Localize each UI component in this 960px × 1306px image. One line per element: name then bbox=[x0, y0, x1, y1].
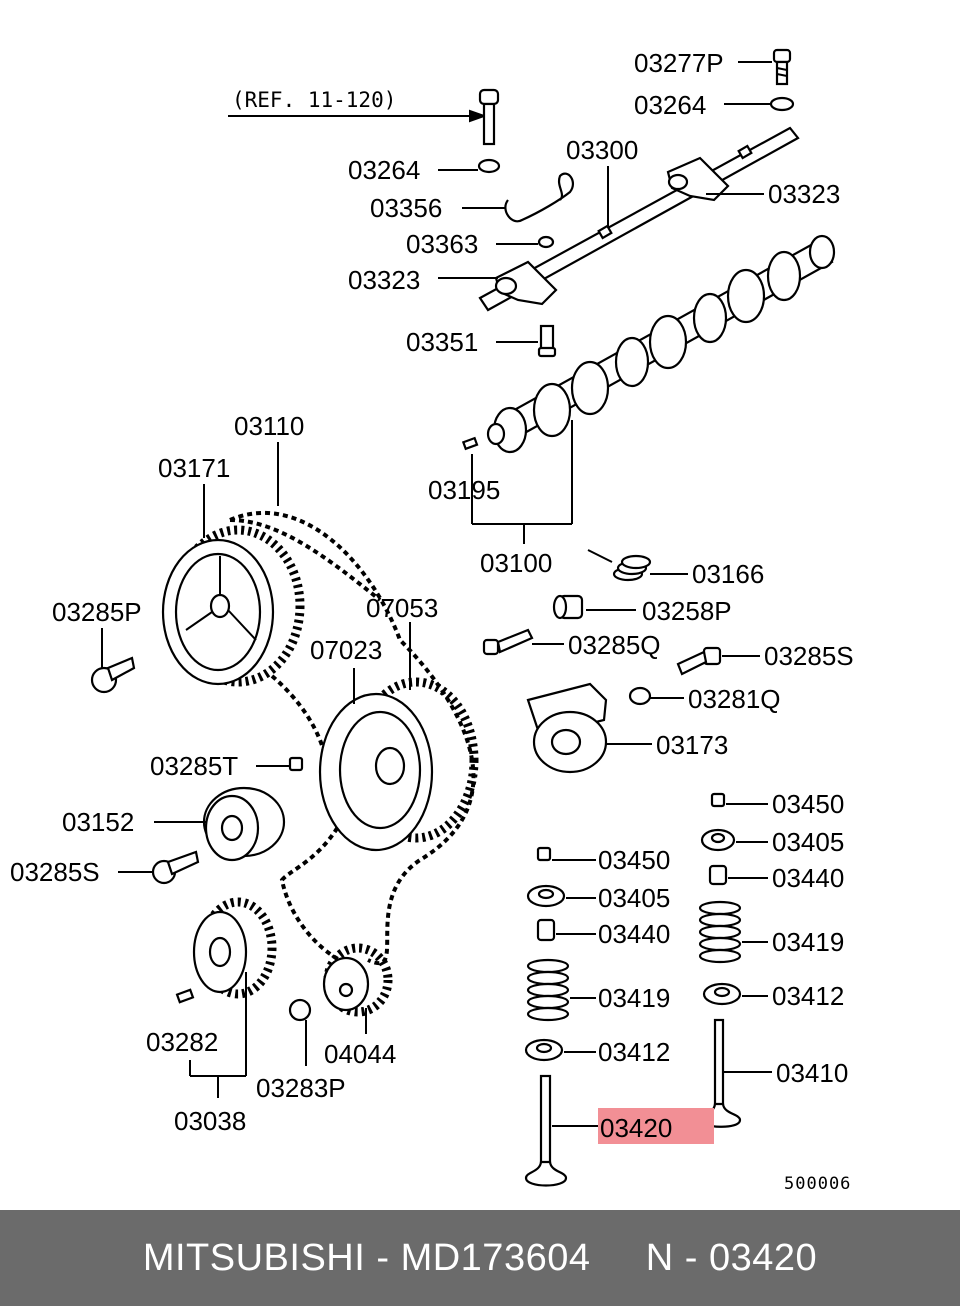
label-03323-right: 03323 bbox=[768, 179, 840, 209]
label-03283P: 03283P bbox=[256, 1073, 346, 1103]
footer-part-number: MITSUBISHI - MD173604 N - 03420 bbox=[142, 1236, 818, 1279]
part-bolt-03285T bbox=[288, 756, 304, 772]
part-pin-03195 bbox=[461, 436, 479, 451]
part-nut-03363 bbox=[537, 235, 555, 249]
label-03171: 03171 bbox=[158, 453, 230, 483]
label-03412-left: 03412 bbox=[598, 1037, 670, 1067]
label-03264: 03264 bbox=[348, 155, 420, 185]
part-rocker-03323-right bbox=[666, 156, 730, 202]
part-seat-03412-left bbox=[524, 1038, 564, 1062]
label-03038: 03038 bbox=[174, 1106, 246, 1136]
part-bolt-ref bbox=[478, 88, 500, 146]
label-03195: 03195 bbox=[428, 475, 500, 505]
part-spring-03419-left bbox=[526, 958, 570, 1022]
label-07053: 07053 bbox=[366, 593, 438, 623]
part-camshaft-03100 bbox=[486, 234, 836, 454]
part-crank-sprocket-07023 bbox=[318, 677, 479, 852]
part-key-03282 bbox=[175, 988, 195, 1004]
label-03412-right: 03412 bbox=[772, 981, 844, 1011]
part-sprocket-04044 bbox=[322, 943, 393, 1017]
part-clip-03356 bbox=[504, 172, 575, 223]
part-cotter-03450-right bbox=[710, 792, 726, 808]
part-retainer-03405-right bbox=[700, 828, 736, 852]
part-sprocket-03038 bbox=[192, 897, 277, 999]
part-bolt-03285S-left bbox=[151, 850, 200, 885]
part-cam-sprocket-03171 bbox=[161, 525, 305, 687]
part-tensioner-03173 bbox=[526, 682, 608, 774]
part-seat-03412-right bbox=[702, 982, 742, 1006]
part-nut-03283P bbox=[288, 998, 312, 1022]
part-bushing-03258P bbox=[552, 594, 584, 620]
part-bolt-03285Q bbox=[482, 628, 534, 656]
label-03264-top: 03264 bbox=[634, 90, 706, 120]
label-04044: 04044 bbox=[324, 1039, 396, 1069]
leader-lines bbox=[101, 61, 772, 1127]
label-03419-right: 03419 bbox=[772, 927, 844, 957]
footer-bar: MITSUBISHI - MD173604 N - 03420 bbox=[0, 1210, 960, 1306]
reference-note: (REF. 11-120) bbox=[232, 88, 396, 112]
part-washer-03281Q bbox=[628, 686, 652, 706]
part-seal-03440-left bbox=[536, 918, 556, 942]
label-03450-right: 03450 bbox=[772, 789, 844, 819]
label-03152: 03152 bbox=[62, 807, 134, 837]
part-seal-03440-right bbox=[708, 864, 728, 886]
part-bolt-03351 bbox=[537, 324, 557, 358]
part-bolt-03285S-right bbox=[676, 646, 722, 676]
part-rocker-03323-left bbox=[494, 260, 558, 306]
label-03450-left: 03450 bbox=[598, 845, 670, 875]
drawing-code: 500006 bbox=[784, 1174, 851, 1194]
part-bolt-03285P bbox=[90, 656, 136, 694]
label-07023: 07023 bbox=[310, 635, 382, 665]
label-03281Q: 03281Q bbox=[688, 684, 781, 714]
label-03440-left: 03440 bbox=[598, 919, 670, 949]
part-idler-03152 bbox=[202, 786, 286, 862]
part-washer-03264-top bbox=[769, 96, 795, 112]
part-valve-03420 bbox=[524, 1074, 568, 1187]
part-spring-03166 bbox=[587, 549, 652, 582]
label-03173: 03173 bbox=[656, 730, 728, 760]
part-cotter-03450-left bbox=[536, 846, 552, 862]
label-03277P: 03277P bbox=[634, 48, 724, 78]
label-03110: 03110 bbox=[234, 411, 304, 441]
label-03405-right: 03405 bbox=[772, 827, 844, 857]
label-03282: 03282 bbox=[146, 1027, 218, 1057]
highlight-03420 bbox=[598, 1108, 714, 1144]
label-03285S-left: 03285S bbox=[10, 857, 100, 887]
label-03300: 03300 bbox=[566, 135, 638, 165]
label-03356: 03356 bbox=[370, 193, 442, 223]
label-03420: 03420 bbox=[600, 1113, 672, 1143]
part-labels: 03277P 03264 03300 03264 03323 03356 033… bbox=[10, 48, 854, 1143]
reference-arrow-head bbox=[469, 109, 487, 123]
part-retainer-03405-left bbox=[526, 884, 566, 908]
part-bolt-03277P bbox=[772, 48, 792, 86]
label-03285P: 03285P bbox=[52, 597, 142, 627]
parts-diagram: (REF. 11-120) bbox=[10, 48, 854, 1194]
label-03100: 03100 bbox=[480, 548, 552, 578]
label-03285Q: 03285Q bbox=[568, 630, 661, 660]
label-03419-left: 03419 bbox=[598, 983, 670, 1013]
label-03285S-right: 03285S bbox=[764, 641, 854, 671]
part-spring-03419-right bbox=[698, 900, 742, 964]
label-03258P: 03258P bbox=[642, 596, 732, 626]
label-03285T: 03285T bbox=[150, 751, 238, 781]
label-03410: 03410 bbox=[776, 1058, 848, 1088]
part-washer-03264 bbox=[477, 158, 501, 174]
label-03363: 03363 bbox=[406, 229, 478, 259]
label-03405-left: 03405 bbox=[598, 883, 670, 913]
label-03440-right: 03440 bbox=[772, 863, 844, 893]
label-03351: 03351 bbox=[406, 327, 478, 357]
label-03166: 03166 bbox=[692, 559, 764, 589]
label-03323-left: 03323 bbox=[348, 265, 420, 295]
